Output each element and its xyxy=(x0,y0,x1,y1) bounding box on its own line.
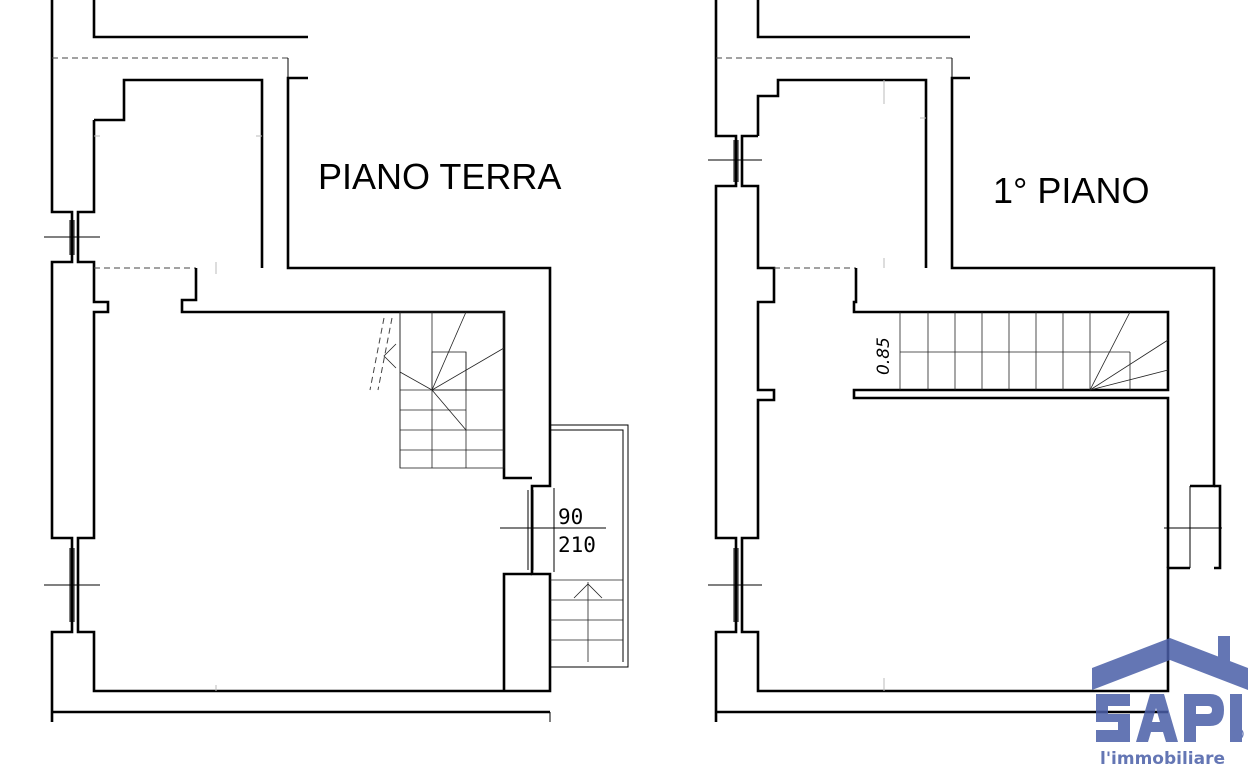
logo-letters xyxy=(1096,694,1242,742)
first-window-lower xyxy=(708,548,762,622)
ground-inner-left-wall xyxy=(92,0,308,39)
first-top-inner-wall xyxy=(756,0,970,39)
first-outer-left-wall xyxy=(714,0,738,722)
first-inner-left-wall xyxy=(740,134,1190,693)
logo-roof-icon xyxy=(1092,638,1248,690)
ground-floor-plan xyxy=(44,0,629,722)
ground-external-stair xyxy=(550,424,629,668)
logo-registered-mark: ® xyxy=(1229,725,1246,745)
ground-entry-door xyxy=(500,488,606,572)
stair-width-dimension: 0.85 xyxy=(874,337,894,375)
ground-spiral-stair xyxy=(369,311,505,469)
door-height-dimension: 210 xyxy=(558,533,596,557)
first-corridor-top xyxy=(852,268,1170,568)
ground-floor-label: PIANO TERRA xyxy=(318,156,561,197)
first-small-room xyxy=(756,78,928,268)
ground-partition xyxy=(180,268,532,480)
first-corridor-stair xyxy=(899,311,1169,391)
first-window-upper xyxy=(708,140,762,182)
first-window-right xyxy=(1164,484,1222,570)
ground-window-upper xyxy=(44,220,100,255)
ground-inner-left-wall-lower xyxy=(76,76,552,693)
first-floor-label: 1° PIANO xyxy=(993,170,1149,211)
logo-chimney-icon xyxy=(1218,636,1230,664)
logo-tagline: l'immobiliare xyxy=(1100,749,1225,768)
first-right-wall xyxy=(950,76,1216,488)
door-width-dimension: 90 xyxy=(558,505,583,529)
ground-window-lower xyxy=(44,548,100,622)
ground-outer-left-wall xyxy=(50,0,74,722)
first-floor-plan xyxy=(708,0,1222,722)
sapi-logo: ® l'immobiliare xyxy=(1092,636,1248,768)
ground-lower-partition xyxy=(502,572,532,691)
ground-small-room xyxy=(94,78,264,268)
